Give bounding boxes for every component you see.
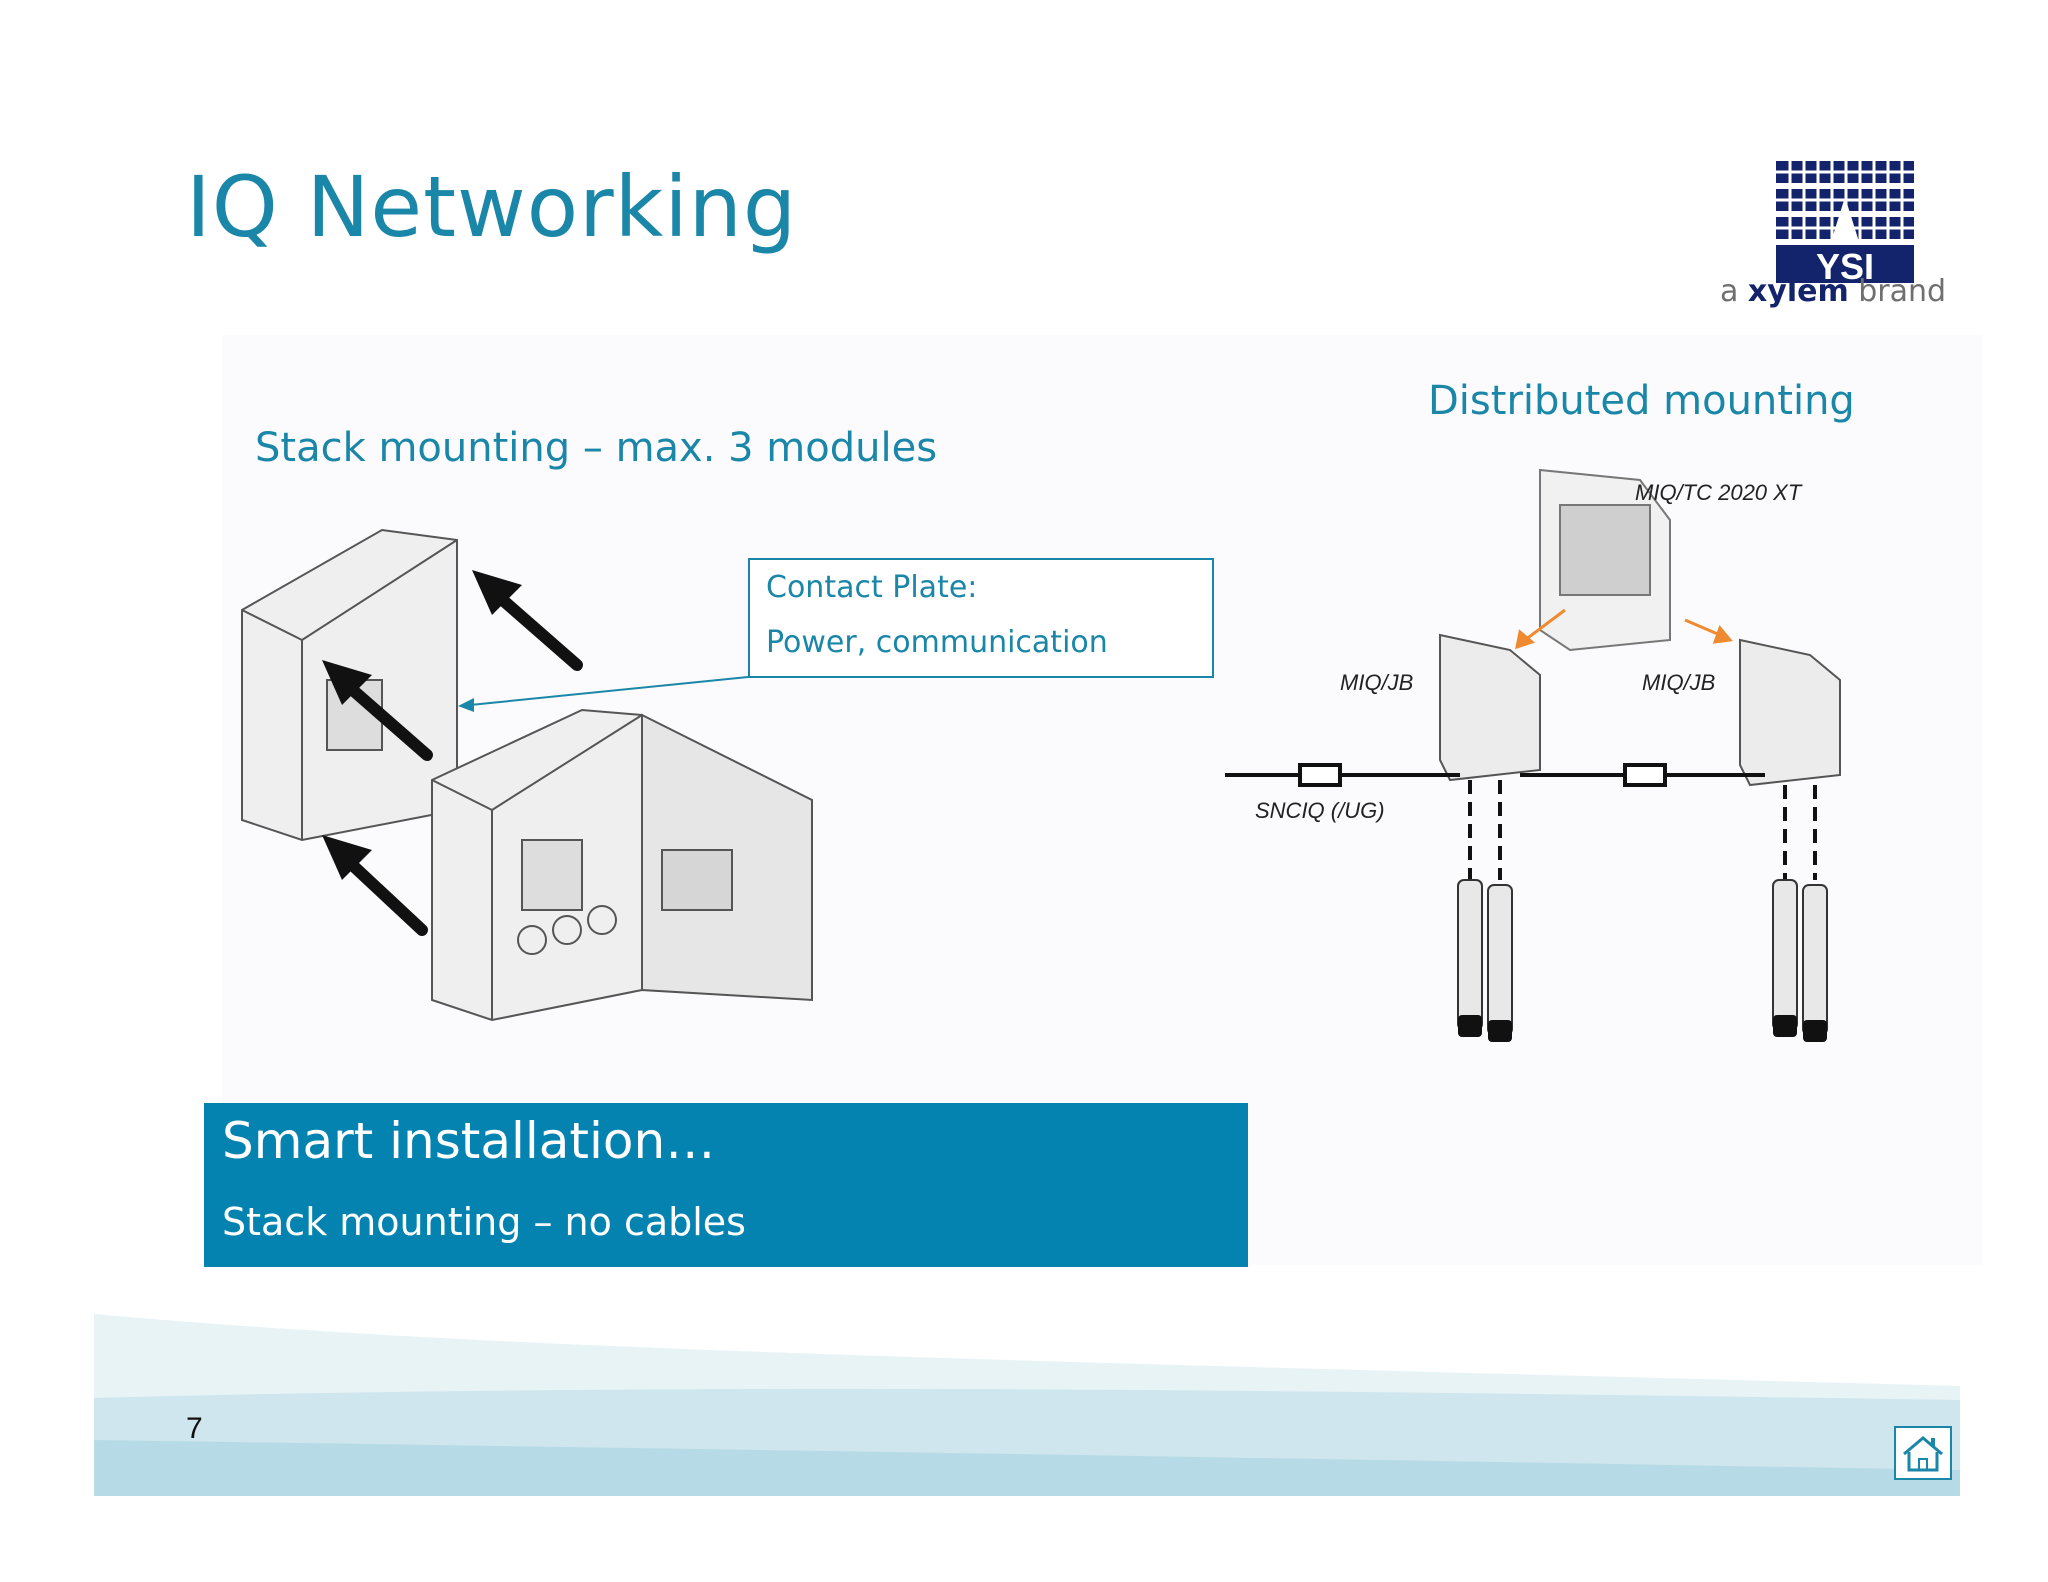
- jb-right: [1739, 638, 1841, 787]
- sensor: [1802, 884, 1828, 1036]
- page-number: 7: [186, 1412, 203, 1445]
- sensor: [1487, 884, 1513, 1036]
- home-icon[interactable]: [1894, 1426, 1952, 1480]
- jb-left: [1439, 633, 1541, 782]
- stack-mounting-illustration: [241, 528, 813, 1022]
- footer-wave: [94, 1314, 1960, 1496]
- logo-text: YSI: [1816, 246, 1874, 287]
- distributed-mounting-diagram: MIQ/TC 2020 XT MIQ/JB MIQ/JB SNCIQ (/UG): [1225, 468, 1841, 1042]
- slide-title: IQ Networking: [186, 158, 798, 256]
- ysi-logo: YSI: [1770, 157, 1920, 287]
- distributed-mounting-heading: Distributed mounting: [1428, 378, 1855, 424]
- cable-label: SNCIQ (/UG): [1255, 798, 1385, 823]
- stack-mounting-heading: Stack mounting – max. 3 modules: [255, 425, 938, 471]
- logo-tagline: a xylem brand: [1720, 274, 1947, 309]
- banner-title: Smart installation…: [222, 1112, 716, 1170]
- callout-line-2: Power, communication: [766, 625, 1108, 660]
- contact-plate-callout: [748, 558, 1214, 678]
- controller-label: MIQ/TC 2020 XT: [1635, 480, 1803, 505]
- jb-right-label: MIQ/JB: [1642, 670, 1715, 695]
- controller-device: [1539, 468, 1671, 652]
- jb-left-label: MIQ/JB: [1340, 670, 1413, 695]
- sensor: [1772, 879, 1798, 1031]
- info-banner: [204, 1103, 1248, 1267]
- sensor: [1457, 879, 1483, 1031]
- callout-line-1: Contact Plate:: [766, 570, 978, 605]
- banner-subtitle: Stack mounting – no cables: [222, 1200, 746, 1244]
